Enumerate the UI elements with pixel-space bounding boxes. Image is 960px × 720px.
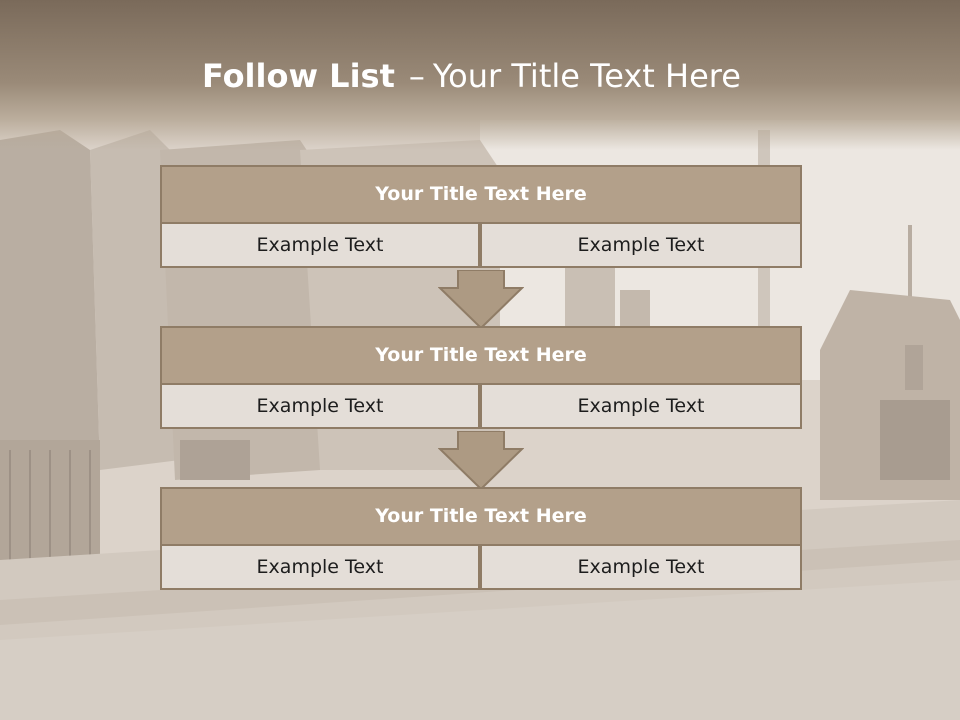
step-cell-left: Example Text xyxy=(160,544,480,590)
step-cell-right: Example Text xyxy=(480,544,802,590)
step-title: Your Title Text Here xyxy=(160,165,802,224)
down-arrow-icon xyxy=(438,431,524,491)
slide-title-separator: – xyxy=(408,57,425,95)
title-band xyxy=(0,0,960,150)
slide-title-rest: Your Title Text Here xyxy=(432,57,741,95)
step-cell-left: Example Text xyxy=(160,383,480,429)
step-cell-right: Example Text xyxy=(480,383,802,429)
step-cell-right: Example Text xyxy=(480,222,802,268)
step-title: Your Title Text Here xyxy=(160,326,802,385)
slide-title-bold: Follow List xyxy=(202,57,395,95)
step-title: Your Title Text Here xyxy=(160,487,802,546)
step-cell-left: Example Text xyxy=(160,222,480,268)
down-arrow-icon xyxy=(438,270,524,330)
slide-title: Follow List–Your Title Text Here xyxy=(202,52,902,102)
